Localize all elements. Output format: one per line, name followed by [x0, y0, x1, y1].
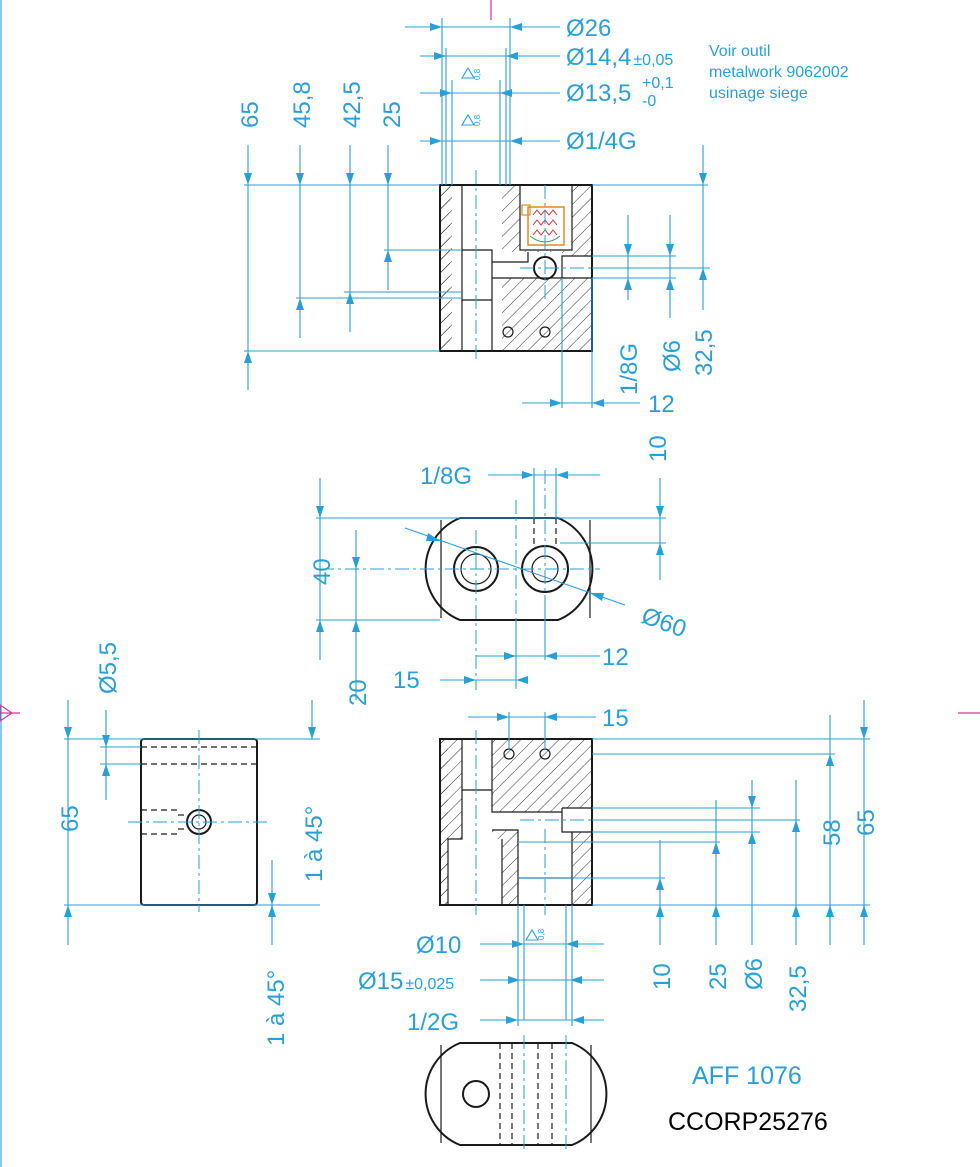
drawing-reference: AFF 1076 [692, 1062, 802, 1090]
dim-h65-top: 65 [237, 101, 264, 128]
left-view-dimensions [64, 700, 320, 945]
note-line-2: metalwork 9062002 [709, 64, 849, 81]
dim-d10: Ø10 [416, 932, 461, 959]
dim-v25: 25 [705, 963, 732, 990]
dim-h58: 58 [819, 819, 846, 846]
dim-side-d6: Ø6 [659, 340, 686, 372]
dim-12-mid: 12 [602, 644, 629, 671]
dim-vd6: Ø6 [741, 958, 768, 990]
bottom-plan-view [424, 1035, 608, 1152]
bottom-section-view [439, 730, 600, 915]
dim-d55: Ø5,5 [95, 642, 122, 694]
dim-15-mid: 15 [393, 667, 420, 694]
surface-finish-3: 0,8 [537, 928, 546, 940]
dim-h42: 42,5 [339, 81, 366, 128]
dim-h65-bottom: 65 [853, 809, 880, 836]
dim-side-18g: 1/8G [616, 343, 643, 395]
dim-d13-tol-up: +0,1 [642, 75, 674, 92]
dim-d14: Ø14,4±0,05 [566, 44, 673, 71]
drawing-code: CCORP25276 [668, 1108, 828, 1136]
dim-chamfer-right: 1 à 45° [301, 806, 328, 882]
left-side-view [128, 730, 270, 912]
dim-h65-left: 65 [57, 805, 84, 832]
dim-chamfer-bottom: 1 à 45° [263, 970, 290, 1046]
dim-thread-quarter: Ø1/4G [566, 128, 637, 155]
note-line-1: Voir outil [709, 43, 770, 60]
dim-side-325: 32,5 [691, 329, 718, 376]
top-view-dimensions [244, 18, 710, 408]
dim-h25: 25 [379, 101, 406, 128]
dim-20-mid: 20 [345, 679, 372, 706]
dim-d40: 40 [309, 558, 336, 585]
dim-r60: Ø60 [638, 602, 690, 643]
datum-triangle-icon [0, 704, 20, 722]
dim-15-bottom: 15 [602, 705, 629, 732]
dim-v325: 32,5 [785, 965, 812, 1012]
dim-d26: Ø26 [566, 15, 611, 42]
note-line-3: usinage siege [709, 85, 808, 102]
dim-18g-mid: 1/8G [420, 463, 472, 490]
dim-d13-tol-down: -0 [642, 93, 656, 110]
dim-d15b: Ø15±0,025 [358, 968, 454, 995]
dim-h45: 45,8 [289, 81, 316, 128]
middle-plan-view [320, 470, 600, 690]
dim-width12: 12 [648, 391, 675, 418]
middle-view-dimensions [316, 468, 666, 700]
dim-10-top: 10 [645, 435, 672, 462]
surface-finish-1: 0,8 [473, 68, 482, 80]
surface-finish-2: 0,8 [473, 114, 482, 126]
dim-d13: Ø13,5 [566, 80, 631, 107]
top-section-view [439, 170, 600, 360]
dim-v10: 10 [649, 963, 676, 990]
dim-thread-half: 1/2G [407, 1009, 459, 1036]
bottom-view-dimensions [468, 700, 870, 1026]
